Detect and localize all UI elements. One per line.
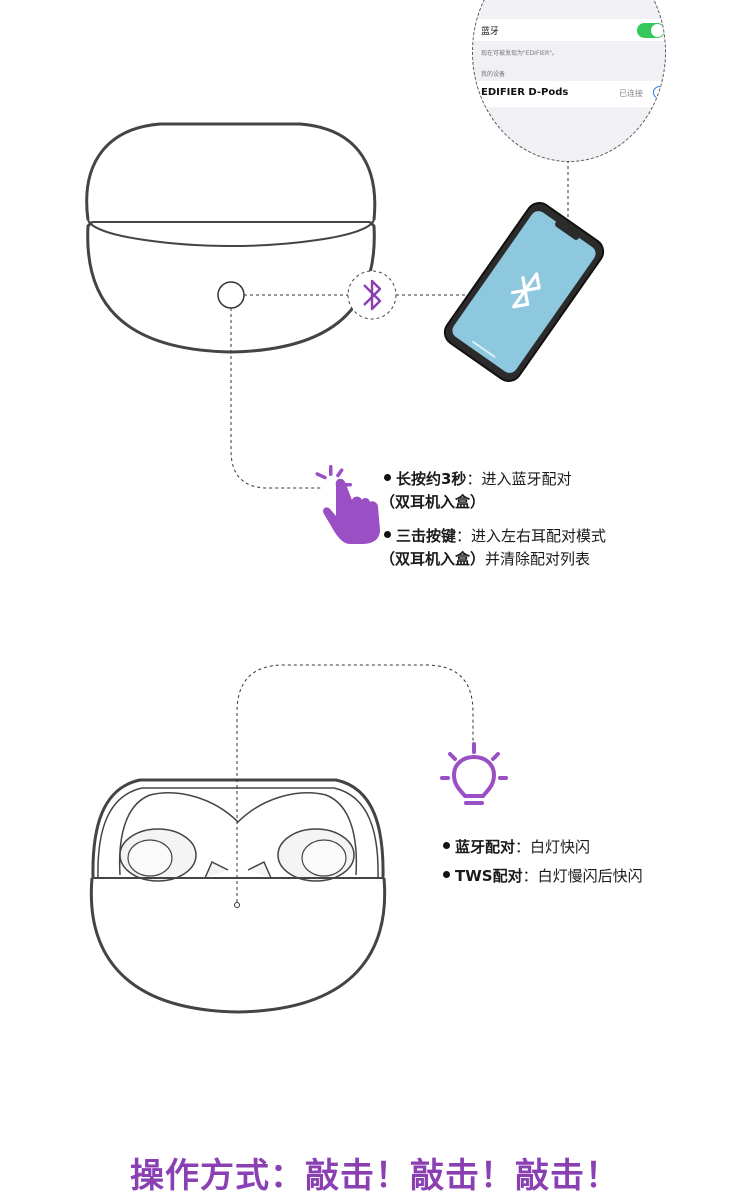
tap-hand-icon [315,465,380,544]
smartphone [443,202,605,382]
case-indicator-led [234,902,240,908]
footer-title: 操作方式：敲击！敲击！敲击！ [130,1156,620,1196]
bluetooth-toggle[interactable] [637,23,665,38]
light-bulb-icon [440,742,508,805]
diagram-drawing [85,122,605,1014]
connector-led-to-bulb [236,664,474,902]
indicator-item2-bold: TWS配对 [455,867,523,885]
earbud-case-closed [85,122,377,354]
pairing-item2-text: ：进入左右耳配对模式 [456,527,607,545]
pairing-item2-line2-wrap: （双耳机入盒）并清除配对列表 [380,548,606,571]
info-icon[interactable]: i [653,86,665,99]
bullet-dot [443,842,450,849]
pairing-item1-text: ：进入蓝牙配对 [466,470,572,488]
pairing-item2-line2-text: 并清除配对列表 [485,550,591,568]
indicator-item2-text: ：白灯慢闪后快闪 [522,867,643,885]
indicator-item1-text: ：白灯快闪 [515,838,591,856]
indicator-item-bt: 蓝牙配对：白灯快闪 [443,836,643,859]
bluetooth-icon [347,270,397,320]
device-name: EDIFIER D-Pods [481,87,569,98]
device-row[interactable] [473,81,665,107]
bluetooth-label: 蓝牙 [481,27,500,37]
pairing-item1-line2: （双耳机入盒） [380,493,486,511]
phone-bluetooth-icon [510,272,541,309]
pairing-item2-line2-bold: （双耳机入盒） [380,550,486,568]
my-devices-label: 我的设备 [481,71,506,78]
pairing-item2-bold: 三击按键 [396,527,457,545]
bullet-dot [443,871,450,878]
indicator-instructions: 蓝牙配对：白灯快闪 TWS配对：白灯慢闪后快闪 [443,836,643,888]
case-button[interactable] [217,281,245,309]
indicator-item-tws: TWS配对：白灯慢闪后快闪 [443,865,643,888]
indicator-item1-bold: 蓝牙配对 [455,838,516,856]
earbud-case-open [89,778,387,1014]
pairing-item-long-press: 长按约3秒：进入蓝牙配对 [384,468,606,491]
bullet-dot [384,474,391,481]
pairing-instructions: 长按约3秒：进入蓝牙配对 （双耳机入盒） 三击按键：进入左右耳配对模式 （双耳机… [380,468,606,571]
device-status: 已连接 [619,89,643,98]
discoverable-text: 现在可被发现为"EDIFIER"。 [481,50,558,57]
pairing-item-triple-click: 三击按键：进入左右耳配对模式 [384,525,606,548]
connector-case-to-hand [230,308,322,489]
pairing-item1-line2-wrap: （双耳机入盒） [380,491,606,514]
bullet-dot [384,531,391,538]
bluetooth-row [473,19,665,41]
pairing-item1-bold: 长按约3秒 [396,470,467,488]
